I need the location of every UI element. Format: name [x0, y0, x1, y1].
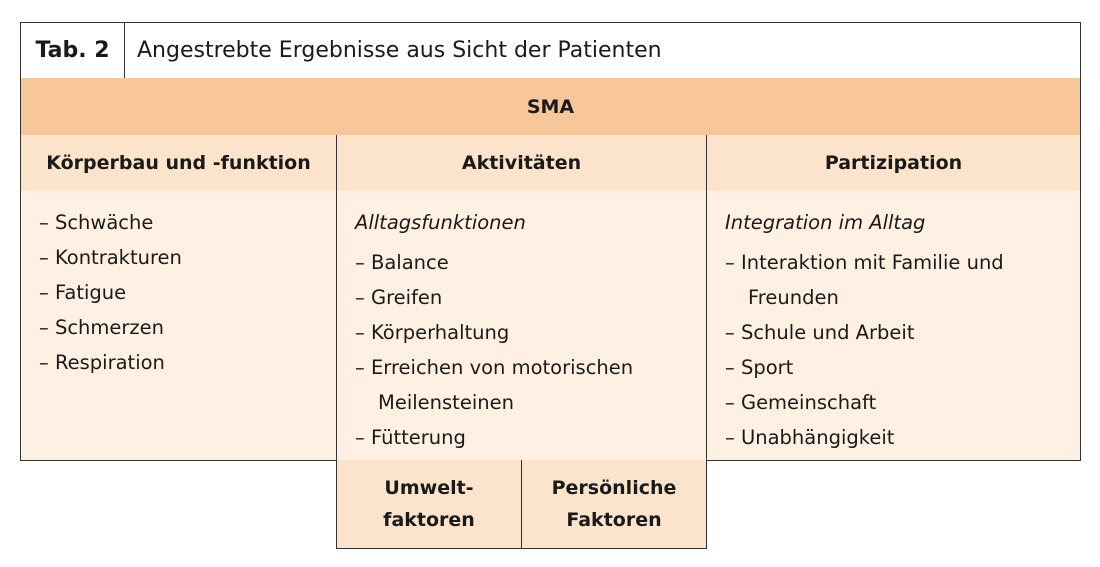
table-title-row: Tab. 2 Angestrebte Ergebnisse aus Sicht …	[20, 22, 1081, 79]
list-item: Greifen	[355, 280, 686, 315]
list-item: Unabhängigkeit	[725, 420, 1060, 455]
column-body-koerperbau: Schwäche Kontrakturen Fatigue Schmerzen …	[20, 191, 337, 461]
table-title: Angestrebte Ergebnisse aus Sicht der Pat…	[137, 38, 662, 63]
list-item: Schule und Arbeit	[725, 315, 1060, 350]
factor-umwelt: Umwelt- faktoren	[336, 460, 522, 549]
list-item: Kontrakturen	[39, 240, 336, 275]
factor-persoenlich: Persönliche Faktoren	[521, 460, 707, 549]
column-body-partizipation: Integration im Alltag Interaktion mit Fa…	[706, 191, 1081, 461]
list-item: Balance	[355, 245, 686, 280]
list-item: Körperhaltung	[355, 315, 686, 350]
column-header-koerperbau: Körperbau und -funktion	[20, 135, 337, 192]
column-subtitle: Integration im Alltag	[725, 211, 926, 234]
column-header-aktivitaeten: Aktivitäten	[336, 135, 707, 192]
column-body-aktivitaeten: Alltagsfunktionen Balance Greifen Körper…	[336, 191, 707, 461]
list-item: Interaktion mit Familie und Freunden	[725, 245, 1060, 315]
table-label: Tab. 2	[21, 23, 125, 78]
list-item: Fatigue	[39, 275, 336, 310]
group-header: SMA	[20, 78, 1081, 136]
list-item: Respiration	[39, 345, 336, 380]
list-item: Gemeinschaft	[725, 385, 1060, 420]
list-item: Sport	[725, 350, 1060, 385]
list-item: Erreichen von motorischen Meilensteinen	[355, 350, 686, 420]
list-item: Schwäche	[39, 205, 336, 240]
list-item: Schmerzen	[39, 310, 336, 345]
list-item: Fütterung	[355, 420, 686, 455]
column-subtitle: Alltagsfunktionen	[355, 211, 526, 234]
column-header-partizipation: Partizipation	[706, 135, 1081, 192]
